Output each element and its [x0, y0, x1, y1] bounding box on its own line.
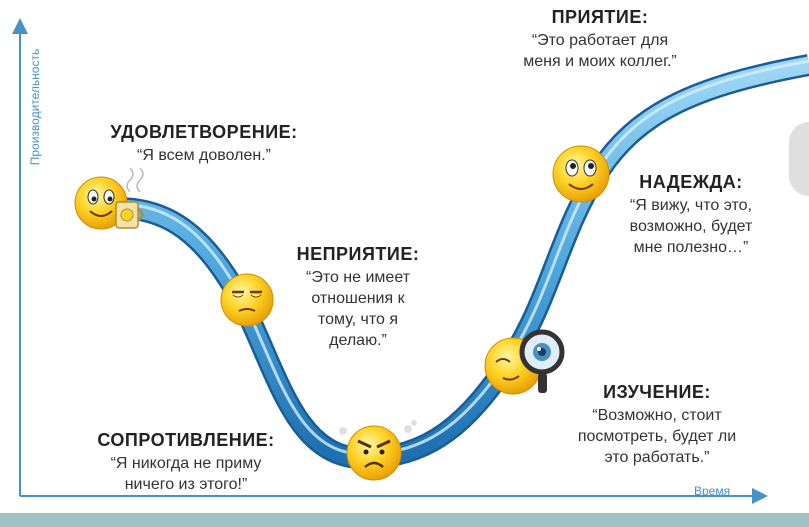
stage-study: ИЗУЧЕНИЕ: “Возможно, стоит посмотреть, б… [552, 382, 762, 468]
stage-quote-line: “Это не имеет [305, 269, 411, 286]
anger-puff-icon [339, 420, 417, 435]
stage-title: СОПРОТИВЛЕНИЕ: [97, 430, 275, 450]
stage-quote-line: отношения к [311, 290, 405, 307]
bottom-bar [0, 513, 809, 527]
stage-quote-line: возможно, будет [629, 218, 753, 235]
smiley-rejection [220, 273, 274, 327]
stage-quote-line: “Возможно, стоит [592, 407, 722, 424]
stage-quote-line: меня и моих коллег.” [523, 53, 677, 70]
stage-title: ПРИЯТИЕ: [551, 7, 649, 27]
stage-quote-line: “Я никогда не приму [110, 455, 262, 472]
stage-quote-line: ничего из этого!” [124, 476, 248, 493]
stage-title: НЕПРИЯТИЕ: [296, 244, 420, 264]
stage-rejection: НЕПРИЯТИЕ: “Это не имеет отношения к том… [278, 244, 438, 351]
stage-quote-line: делаю.” [329, 332, 387, 349]
steam-icon [126, 167, 144, 193]
stage-satisfaction: УДОВЛЕТВОРЕНИЕ: “Я всем доволен.” [74, 122, 334, 166]
stage-title: НАДЕЖДА: [639, 172, 743, 192]
stage-title: УДОВЛЕТВОРЕНИЕ: [110, 122, 298, 142]
change-curve-highlight [94, 59, 809, 456]
stage-title: ИЗУЧЕНИЕ: [603, 382, 711, 402]
stage-quote: “Я всем доволен.” [137, 147, 271, 164]
x-axis-label: Время [694, 484, 731, 498]
stage-acceptance: ПРИЯТИЕ: “Это работает для меня и моих к… [480, 7, 720, 72]
stage-hope: НАДЕЖДА: “Я вижу, что это, возможно, буд… [596, 172, 786, 258]
stage-quote-line: “Я вижу, что это, [629, 197, 753, 214]
smiley-angry [346, 425, 402, 481]
stage-quote-line: мне полезно…” [633, 239, 749, 256]
stage-quote-line: это работать.” [604, 449, 710, 466]
scroll-shadow [789, 122, 809, 196]
magnifying-glass-icon [519, 329, 565, 393]
stage-quote-line: посмотреть, будет ли [577, 428, 737, 445]
stage-quote-line: тому, что я [317, 311, 398, 328]
coffee-cup-icon [115, 201, 144, 229]
stage-quote-line: “Это работает для [531, 32, 669, 49]
y-axis-label: Производительность [28, 48, 42, 166]
smiley-hope [552, 145, 610, 203]
stage-resistance: СОПРОТИВЛЕНИЕ: “Я никогда не приму ничег… [68, 430, 304, 495]
smiley-satisfied [74, 176, 128, 230]
